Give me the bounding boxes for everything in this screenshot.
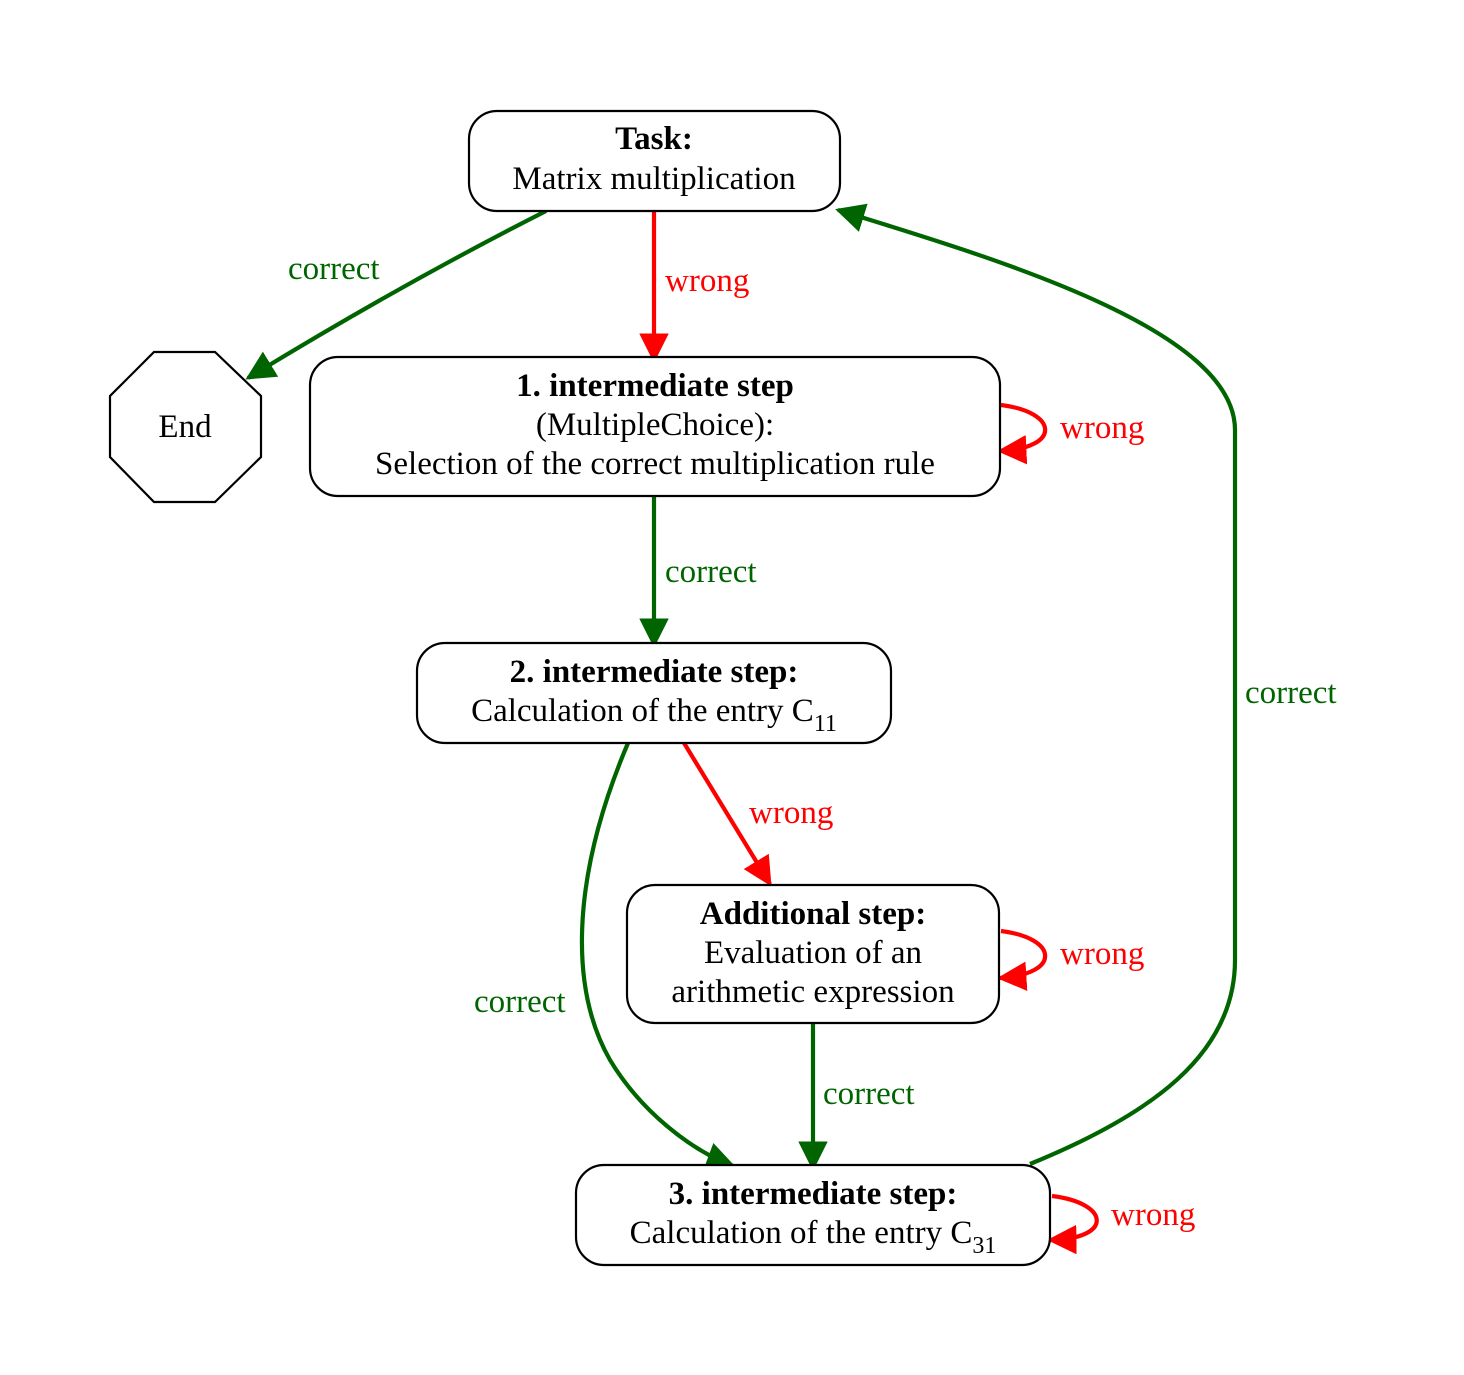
edge-step3-loop <box>1047 1193 1099 1255</box>
node-step3-text: Calculation of the entry C <box>630 1215 973 1251</box>
node-step1-title: 1. intermediate step <box>516 368 794 404</box>
node-step3: 3. intermediate step: Calculation of the… <box>574 1163 1052 1267</box>
node-step2-subscript: 11 <box>814 711 837 737</box>
edge-task-end <box>245 209 547 380</box>
edge-step2-step3 <box>579 742 736 1171</box>
node-additional-line1: Evaluation of an <box>704 935 922 971</box>
node-step3-line1: Calculation of the entry C31 <box>630 1215 997 1259</box>
edge-label-step3-loop: wrong <box>1111 1197 1195 1233</box>
node-task-title: Task: <box>615 121 693 157</box>
node-end: End <box>108 350 263 504</box>
edge-step1-loop <box>997 402 1048 465</box>
edge-label-task-end: correct <box>288 251 380 287</box>
edge-label-step2-additional: wrong <box>749 795 833 831</box>
node-additional-line2: arithmetic expression <box>671 974 954 1010</box>
node-step2-line1: Calculation of the entry C11 <box>471 693 837 737</box>
edge-label-step1-step2: correct <box>665 554 757 590</box>
node-task: Task: Matrix multiplication <box>467 109 842 213</box>
node-end-label: End <box>158 409 212 445</box>
node-additional-title: Additional step: <box>700 896 926 932</box>
node-step3-subscript: 31 <box>972 1233 996 1259</box>
node-step1-line1: (MultipleChoice): <box>536 407 774 443</box>
edge-step2-additional <box>682 741 772 887</box>
node-step2-title: 2. intermediate step: <box>510 654 799 690</box>
edge-label-additional-step3: correct <box>823 1076 915 1112</box>
node-task-text: Matrix multiplication <box>512 161 795 197</box>
edge-label-step2-step3: correct <box>474 984 566 1020</box>
edge-additional-loop <box>997 928 1048 991</box>
edge-step3-task <box>835 203 1238 1166</box>
node-step3-title: 3. intermediate step: <box>669 1176 958 1212</box>
edge-label-additional-loop: wrong <box>1060 936 1144 972</box>
edge-label-task-step1: wrong <box>665 263 749 299</box>
node-step2-text: Calculation of the entry C <box>471 693 814 729</box>
edge-label-step3-task: correct <box>1245 675 1337 711</box>
node-step1-line2: Selection of the correct multiplication … <box>375 446 935 482</box>
node-step1: 1. intermediate step (MultipleChoice): S… <box>308 355 1002 498</box>
node-step2: 2. intermediate step: Calculation of the… <box>415 641 893 745</box>
edge-label-step1-loop: wrong <box>1060 410 1144 446</box>
node-additional: Additional step: Evaluation of an arithm… <box>625 883 1001 1025</box>
